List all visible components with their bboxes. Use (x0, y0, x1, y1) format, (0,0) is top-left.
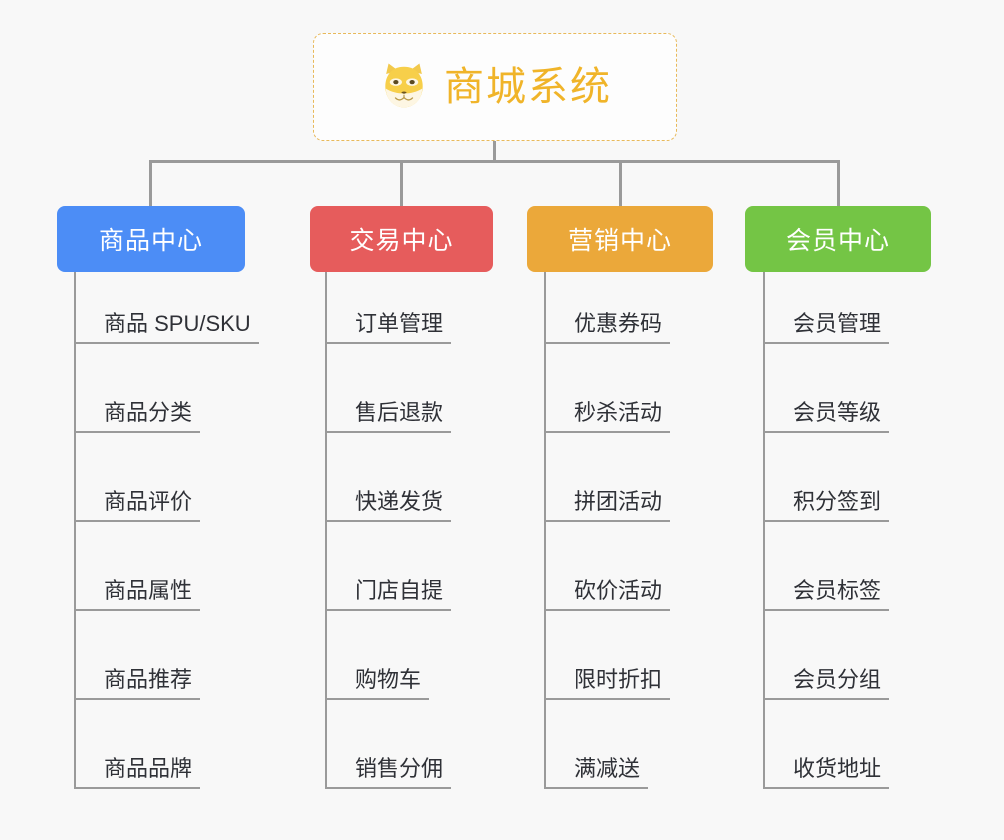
leaf-item-label: 优惠券码 (544, 311, 671, 344)
leaf-item[interactable]: 收货地址 (763, 700, 890, 789)
category-box-member-center[interactable]: 会员中心 (745, 206, 931, 272)
leaf-item-label: 商品分类 (74, 400, 201, 433)
category-box-product-center[interactable]: 商品中心 (57, 206, 245, 272)
leaf-item[interactable]: 订单管理 (325, 255, 452, 344)
connector-drop-trade-center (400, 160, 403, 207)
leaf-item-label: 商品评价 (74, 489, 201, 522)
leaf-item-label: 会员管理 (763, 311, 890, 344)
leaf-item-label: 收货地址 (763, 756, 890, 789)
leaf-item-label: 商品推荐 (74, 667, 201, 700)
leaf-item[interactable]: 商品 SPU/SKU (74, 255, 259, 344)
category-title: 交易中心 (349, 227, 454, 255)
leaf-item-label: 满减送 (544, 756, 649, 789)
column-spine (325, 272, 327, 789)
leaf-item-label: 秒杀活动 (544, 400, 671, 433)
leaf-item[interactable]: 售后退款 (325, 344, 452, 433)
leaf-item[interactable]: 砍价活动 (544, 522, 671, 611)
leaf-item[interactable]: 销售分佣 (325, 700, 452, 789)
leaf-item[interactable]: 限时折扣 (544, 611, 671, 700)
leaf-item[interactable]: 会员等级 (763, 344, 890, 433)
category-title: 会员中心 (785, 227, 890, 255)
leaf-item[interactable]: 商品推荐 (74, 611, 201, 700)
connector-horizontal-bus (149, 160, 840, 163)
leaf-item[interactable]: 优惠券码 (544, 255, 671, 344)
leaf-item[interactable]: 秒杀活动 (544, 344, 671, 433)
leaf-item[interactable]: 商品品牌 (74, 700, 201, 789)
leaf-item[interactable]: 满减送 (544, 700, 649, 789)
leaf-item[interactable]: 商品评价 (74, 433, 201, 522)
leaf-item[interactable]: 门店自提 (325, 522, 452, 611)
leaf-item[interactable]: 会员管理 (763, 255, 890, 344)
leaf-item-label: 快递发货 (325, 489, 452, 522)
leaf-item[interactable]: 购物车 (325, 611, 430, 700)
category-title: 营销中心 (567, 227, 672, 255)
leaf-item[interactable]: 拼团活动 (544, 433, 671, 522)
leaf-item-label: 售后退款 (325, 400, 452, 433)
connector-drop-product-center (149, 160, 152, 207)
column-spine (544, 272, 546, 789)
leaf-item-label: 会员标签 (763, 578, 890, 611)
connector-root-stem (493, 141, 496, 163)
leaf-item-label: 拼团活动 (544, 489, 671, 522)
leaf-item-label: 门店自提 (325, 578, 452, 611)
column-spine (74, 272, 76, 789)
leaf-item[interactable]: 会员分组 (763, 611, 890, 700)
category-box-marketing-center[interactable]: 营销中心 (527, 206, 713, 272)
connector-drop-member-center (837, 160, 840, 207)
root-title: 商城系统 (444, 65, 612, 109)
leaf-item-label: 会员等级 (763, 400, 890, 433)
connector-drop-marketing-center (619, 160, 622, 207)
leaf-item[interactable]: 会员标签 (763, 522, 890, 611)
column-spine (763, 272, 765, 789)
leaf-item-label: 购物车 (325, 667, 430, 700)
leaf-item-label: 积分签到 (763, 489, 890, 522)
leaf-item-label: 商品 SPU/SKU (74, 311, 259, 344)
leaf-item[interactable]: 快递发货 (325, 433, 452, 522)
leaf-item-label: 订单管理 (325, 311, 452, 344)
category-title: 商品中心 (98, 227, 203, 255)
leaf-item-label: 商品品牌 (74, 756, 201, 789)
leaf-item-label: 销售分佣 (325, 756, 452, 789)
shiba-dog-face-icon (378, 61, 430, 113)
leaf-item[interactable]: 积分签到 (763, 433, 890, 522)
leaf-item-label: 砍价活动 (544, 578, 671, 611)
leaf-item-label: 会员分组 (763, 667, 890, 700)
leaf-item[interactable]: 商品属性 (74, 522, 201, 611)
leaf-item[interactable]: 商品分类 (74, 344, 201, 433)
root-node[interactable]: 商城系统 (313, 33, 677, 141)
leaf-item-label: 商品属性 (74, 578, 201, 611)
category-box-trade-center[interactable]: 交易中心 (310, 206, 493, 272)
leaf-item-label: 限时折扣 (544, 667, 671, 700)
